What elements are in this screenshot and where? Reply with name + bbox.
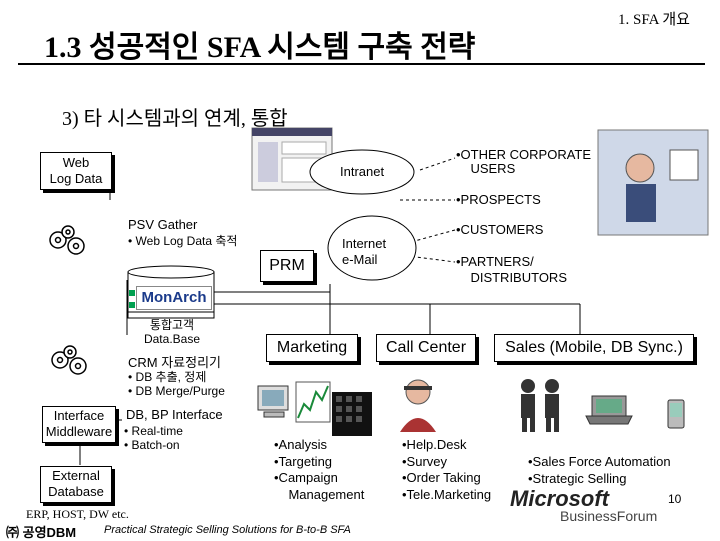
section-subtitle: 3) 타 시스템과의 연계, 통합 [62, 108, 288, 130]
company-name: ㈜ 공영DBM [6, 525, 77, 540]
sales-function-list: •Sales Force Automation •Strategic Selli… [528, 454, 671, 486]
internet-cloud-icon [327, 215, 417, 281]
sales-handshake-icon [521, 379, 559, 432]
microsoft-business-forum-logo [505, 485, 690, 525]
monarch-logo-text: MonArch [141, 289, 207, 306]
business-forum-logo-text: BusinessForum [560, 508, 658, 524]
web-log-data-box: Web Log Data [40, 152, 112, 190]
monarch-logo: MonArch [136, 286, 212, 310]
marketing-function-list: •Analysis •Targeting •Campaign Managemen… [274, 437, 365, 502]
gear-icon-top [49, 225, 85, 255]
call-center-box: Call Center [376, 334, 476, 362]
db-bp-bullet-realtime: • Real-time [124, 424, 183, 438]
prm-box: PRM [260, 250, 314, 282]
section-tag: 1. SFA 개요 [618, 12, 690, 28]
psv-gather-title: PSV Gather [128, 217, 198, 232]
list-item-corporate-users: •OTHER CORPORATE USERS [456, 147, 592, 176]
intranet-cloud-icon [309, 149, 415, 195]
call-center-function-list: •Help.Desk •Survey •Order Taking •Tele.M… [402, 437, 492, 502]
pda-icon [667, 399, 685, 429]
erp-host-dw-label: ERP, HOST, DW etc. [26, 507, 129, 521]
crm-tool-title: CRM 자료정리기 [128, 355, 222, 370]
integrated-customer-db-label: 통합고객 Data.Base [143, 318, 201, 346]
page-number: 10 [668, 492, 682, 506]
marketing-box: Marketing [266, 334, 358, 362]
db-bp-bullet-batch: • Batch-on [124, 438, 180, 452]
footer-tagline: Practical Strategic Selling Solutions fo… [104, 524, 351, 536]
person-illustration-icon [597, 129, 709, 236]
list-item-customers: •CUSTOMERS [456, 222, 544, 237]
call-center-agent-icon [400, 379, 436, 432]
internet-email-label: Internet e-Mail [342, 236, 387, 267]
list-item-partners: •PARTNERS/ DISTRIBUTORS [456, 254, 567, 286]
psv-gather-bullet: • Web Log Data 축적 [128, 234, 238, 248]
crm-bullet-extract: • DB 추출, 정제 [128, 370, 207, 384]
page-title: 1.3 성공적인 SFA 시스템 구축 전략 [44, 31, 476, 64]
crm-bullet-merge: • DB Merge/Purge [128, 384, 225, 398]
external-database-box: External Database [40, 466, 112, 503]
interface-middleware-box: Interface Middleware [42, 406, 116, 443]
list-item-prospects: •PROSPECTS [456, 192, 541, 207]
intranet-label: Intranet [340, 164, 385, 179]
microsoft-logo-text: Microsoft [510, 486, 609, 511]
sales-box: Sales (Mobile, DB Sync.) [494, 334, 694, 362]
laptop-icon [585, 395, 633, 425]
db-bp-interface-title: DB, BP Interface [126, 407, 223, 422]
gear-icon-bottom [51, 345, 87, 375]
computer-chart-icon [257, 381, 372, 436]
